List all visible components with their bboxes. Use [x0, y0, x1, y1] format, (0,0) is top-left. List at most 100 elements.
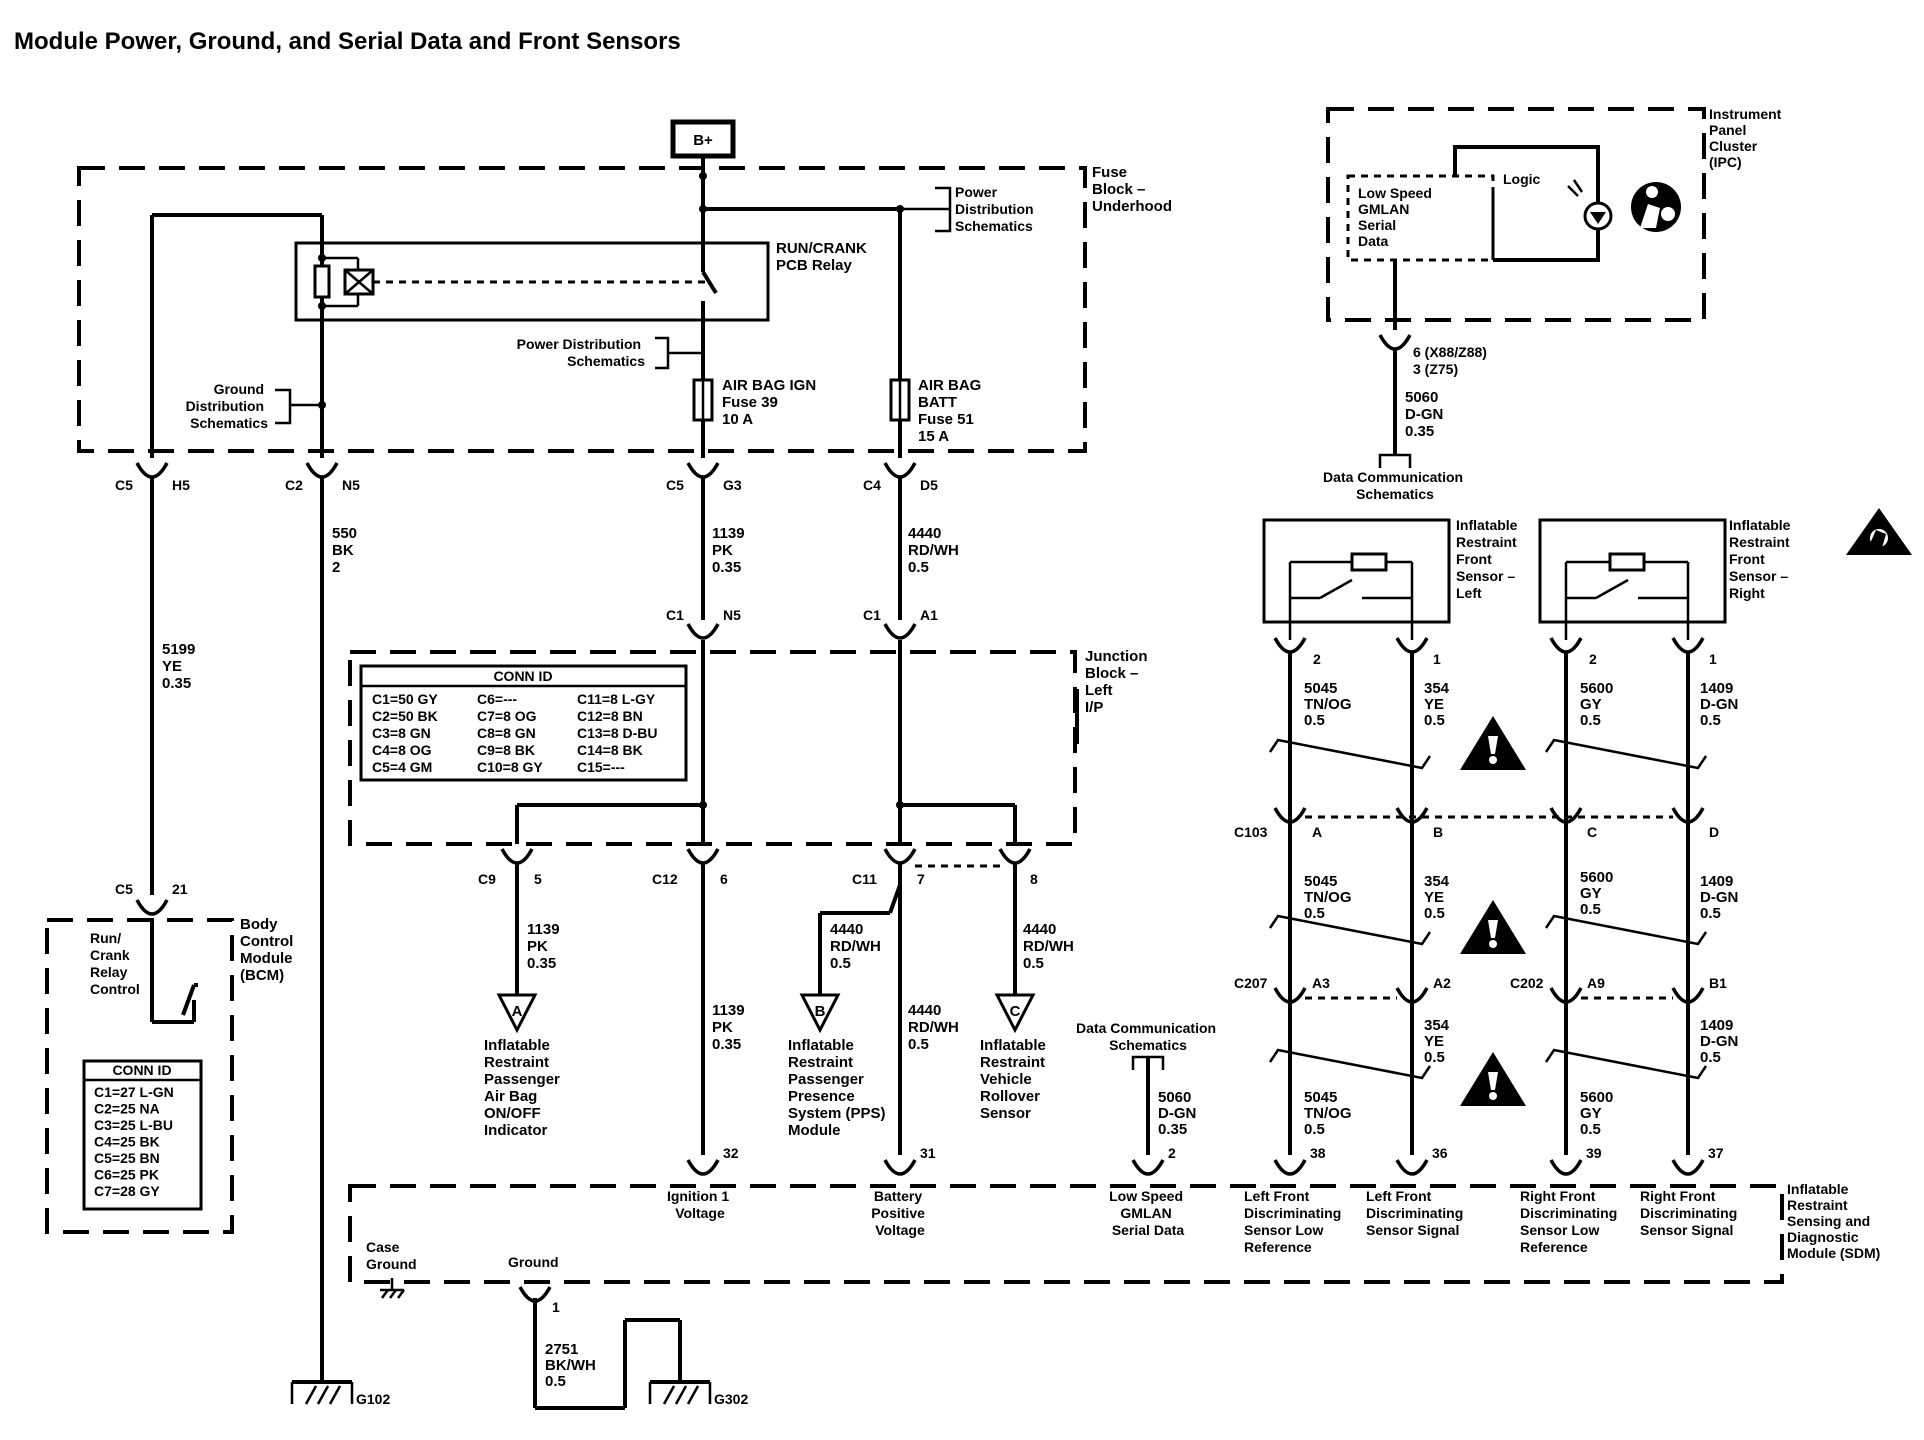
- ground-g102-label: G102: [356, 1391, 390, 1407]
- conn-c103: C103: [1234, 824, 1268, 840]
- sdm-lf-low-label: Left Front Discriminating Sensor Low Ref…: [1244, 1188, 1345, 1255]
- front-sensor-left-label: Inflatable Restraint Front Sensor – Left: [1456, 517, 1521, 601]
- sensor-right-pin-1: 1: [1709, 651, 1717, 667]
- ref-c-text: Inflatable Restraint Vehicle Rollover Se…: [980, 1037, 1050, 1122]
- sdm-box: [348, 1184, 1784, 1284]
- bcm-conn-id-table: [82, 1059, 203, 1211]
- airbag-person-icon: [1631, 182, 1681, 232]
- ipc-box: [1326, 107, 1706, 322]
- svg-text:37: 37: [1708, 1145, 1724, 1161]
- svg-text:31: 31: [920, 1145, 936, 1161]
- c202-pin-b1: B1: [1709, 975, 1727, 991]
- sensor-right-pin-2: 2: [1589, 651, 1597, 667]
- wire-550-label: 550 BK 2: [332, 525, 361, 576]
- ref-b-text: Inflatable Restraint Passenger Presence …: [788, 1037, 890, 1139]
- sensor-left-pin-2: 2: [1313, 651, 1321, 667]
- c103-pin-d: D: [1709, 824, 1719, 840]
- wire-2751-label: 2751 BK/WH 0.5: [545, 1341, 600, 1390]
- bcm-conn-id-title: CONN ID: [112, 1062, 171, 1078]
- battery-positive-label: B+: [693, 132, 713, 149]
- sdm-lf-signal-label: Left Front Discriminating Sensor Signal: [1366, 1188, 1467, 1238]
- c103-pin-a: A: [1312, 824, 1322, 840]
- warning-icon: [1460, 900, 1526, 954]
- c207-pin-a3: A3: [1312, 975, 1330, 991]
- sdm-pins: 32 31 2 38 36 39 37: [723, 1145, 1724, 1161]
- jb-out-8: 8: [1030, 871, 1038, 887]
- ref-b-letter: B: [815, 1003, 826, 1020]
- ipc-gmlan-label: Low Speed GMLAN Serial Data: [1358, 185, 1436, 249]
- diagram-title: Module Power, Ground, and Serial Data an…: [14, 28, 681, 55]
- c103-pin-b: B: [1433, 824, 1443, 840]
- ipc-pin-label: 6 (X88/Z88) 3 (Z75): [1413, 344, 1491, 377]
- twisted-pair-marks: [1268, 738, 1708, 1080]
- ipc-gmlan-box: [1346, 174, 1495, 262]
- run-crank-relay-box: [294, 241, 770, 322]
- sdm-rf-low-label: Right Front Discriminating Sensor Low Re…: [1520, 1188, 1621, 1255]
- conn-c207: C207: [1234, 975, 1268, 991]
- bcm-box: [45, 918, 234, 1234]
- case-ground-icon: [380, 1278, 405, 1299]
- wire-4440-c-label: 4440 RD/WH 0.5: [908, 1002, 963, 1053]
- dcs-mid-label: Data Communication Schematics: [1076, 1020, 1220, 1053]
- wire-5060-b-label: 5060 D-GN 0.35: [1158, 1089, 1201, 1138]
- conn-c202: C202: [1510, 975, 1544, 991]
- svg-text:32: 32: [723, 1145, 739, 1161]
- run-crank-relay-label: RUN/CRANK PCB Relay: [776, 240, 871, 274]
- sdm-ignition-label: Ignition 1 Voltage: [667, 1188, 733, 1221]
- ref-triangle-b: [799, 993, 841, 1034]
- sdm-ground-pin: 1: [552, 1299, 560, 1315]
- c207-pin-a2: A2: [1433, 975, 1451, 991]
- sdm-battery-label: Battery Positive Voltage: [871, 1188, 929, 1238]
- svg-text:36: 36: [1432, 1145, 1448, 1161]
- bcm-conn-id-rows: C1=27 L-GN C2=25 NA C3=25 L-BU C4=25 BK …: [94, 1084, 178, 1199]
- fuse-block-underhood-box: [77, 166, 1087, 453]
- sdm-rf-signal-label: Right Front Discriminating Sensor Signal: [1640, 1188, 1741, 1238]
- wire-4440-a-label: 4440 RD/WH 0.5: [908, 525, 963, 576]
- ref-triangle-c: [994, 993, 1036, 1034]
- bcm-label: Body Control Module (BCM): [240, 916, 298, 984]
- power-distribution-top-label: Power Distribution Schematics: [955, 184, 1037, 234]
- wire-4440-d-label: 4440 RD/WH 0.5: [1023, 921, 1078, 972]
- front-sensor-left: [1262, 518, 1451, 640]
- wire-1139-b-label: 1139 PK 0.35: [527, 921, 564, 972]
- wire-4440-b-label: 4440 RD/WH 0.5: [830, 921, 885, 972]
- sdm-label: Inflatable Restraint Sensing and Diagnos…: [1787, 1181, 1880, 1261]
- ground-g302-label: G302: [714, 1391, 748, 1407]
- ground-g102-icon: [290, 1380, 354, 1405]
- ref-c-letter: C: [1010, 1003, 1021, 1020]
- wire-5199-label: 5199 YE 0.35: [162, 641, 200, 692]
- ipc-wire-5060-label: 5060 D-GN 0.35: [1405, 389, 1448, 440]
- junction-block-label: Junction Block – Left I/P: [1085, 648, 1152, 716]
- sdm-gmlan-label: Low Speed GMLAN Serial Data: [1109, 1188, 1187, 1238]
- caution-person-icon: [1846, 508, 1912, 555]
- svg-text:38: 38: [1310, 1145, 1326, 1161]
- warning-icon: [1460, 1052, 1526, 1106]
- ipc-logic-label: Logic: [1503, 171, 1541, 187]
- fuse-block-label: Fuse Block – Underhood: [1092, 164, 1172, 215]
- wire-1139-c-label: 1139 PK 0.35: [712, 1002, 749, 1053]
- c103-pin-c: C: [1587, 824, 1597, 840]
- wire-1139-a-label: 1139 PK 0.35: [712, 525, 749, 576]
- ground-distribution-label: Ground Distribution Schematics: [186, 381, 269, 431]
- ipc-label: Instrument Panel Cluster (IPC): [1709, 106, 1785, 170]
- relay-coil-resistor: [313, 264, 331, 299]
